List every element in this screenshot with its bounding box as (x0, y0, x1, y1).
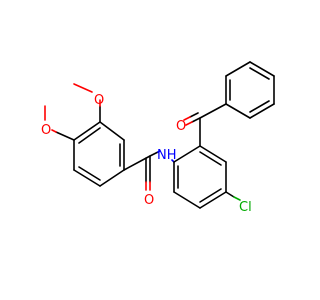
phenyl-ring (225, 61, 275, 119)
amide-linker (123, 150, 175, 191)
benzoyl-group (183, 103, 227, 147)
atom-label-o-methoxy-top: O (94, 93, 104, 108)
structure-diagram: O O O O NH Cl (41, 61, 275, 215)
atom-label-o-methoxy-left: O (41, 123, 51, 138)
atom-label-nh: NH (157, 148, 177, 163)
dimethoxyphenyl-ring (73, 121, 125, 187)
atom-label-cl: Cl (239, 200, 252, 215)
methoxy-groups (44, 83, 101, 141)
atom-label-o-ketone: O (176, 119, 186, 134)
molecule-svg: O O O O NH Cl (41, 61, 275, 215)
atom-label-o-amide: O (144, 193, 154, 208)
chlorophenyl-ring (173, 145, 241, 209)
